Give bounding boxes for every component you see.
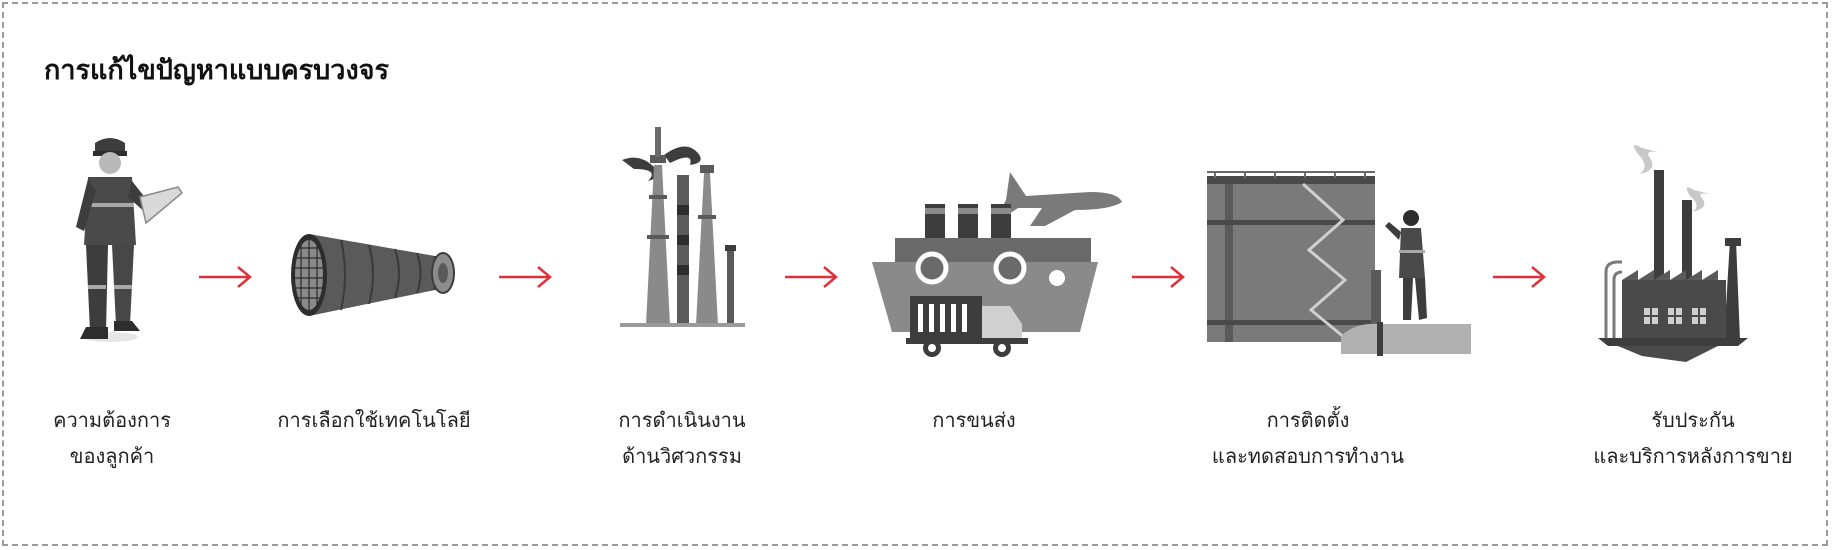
- step-label-transport: การขนส่ง: [874, 402, 1074, 438]
- step-label-line: และทดสอบการทำงาน: [1211, 444, 1405, 468]
- step-label-warranty-service: รับประกัน และบริการหลังการขาย: [1578, 402, 1808, 474]
- step-label-line: การขนส่ง: [932, 408, 1016, 432]
- step-label-line: การติดตั้ง: [1266, 408, 1350, 432]
- page-title: การแก้ไขปัญหาแบบครบวงจร: [44, 55, 389, 86]
- step-label-line: และบริการหลังการขาย: [1593, 444, 1793, 468]
- arrow-icon: [1493, 266, 1546, 288]
- engineer-with-blueprint-icon: [76, 138, 183, 342]
- step-label-line: การเลือกใช้เทคโนโลยี: [277, 408, 471, 432]
- factory-icon: [1598, 145, 1748, 362]
- step-label-engineering: การดำเนินงาน ด้านวิศวกรรม: [580, 402, 784, 474]
- storage-tank-worker-icon: [1207, 171, 1471, 356]
- step-label-line: ด้านวิศวกรรม: [622, 444, 742, 468]
- step-label-line: ความต้องการ: [53, 408, 171, 432]
- step-label-technology-selection: การเลือกใช้เทคโนโลยี: [264, 402, 484, 438]
- step-label-line: ของลูกค้า: [69, 444, 155, 468]
- arrow-icon: [499, 266, 552, 288]
- pipe-filter-icon: [291, 234, 455, 316]
- arrow-icon: [1132, 266, 1185, 288]
- step-label-line: รับประกัน: [1651, 408, 1735, 432]
- ship-plane-truck-icon: [872, 172, 1122, 357]
- step-label-line: การดำเนินงาน: [618, 408, 746, 432]
- step-label-customer-needs: ความต้องการ ของลูกค้า: [12, 402, 212, 474]
- arrow-icon: [785, 266, 838, 288]
- arrow-icon: [199, 266, 252, 288]
- step-label-installation-testing: การติดตั้ง และทดสอบการทำงาน: [1198, 402, 1418, 474]
- factory-chimneys-icon: [620, 127, 745, 327]
